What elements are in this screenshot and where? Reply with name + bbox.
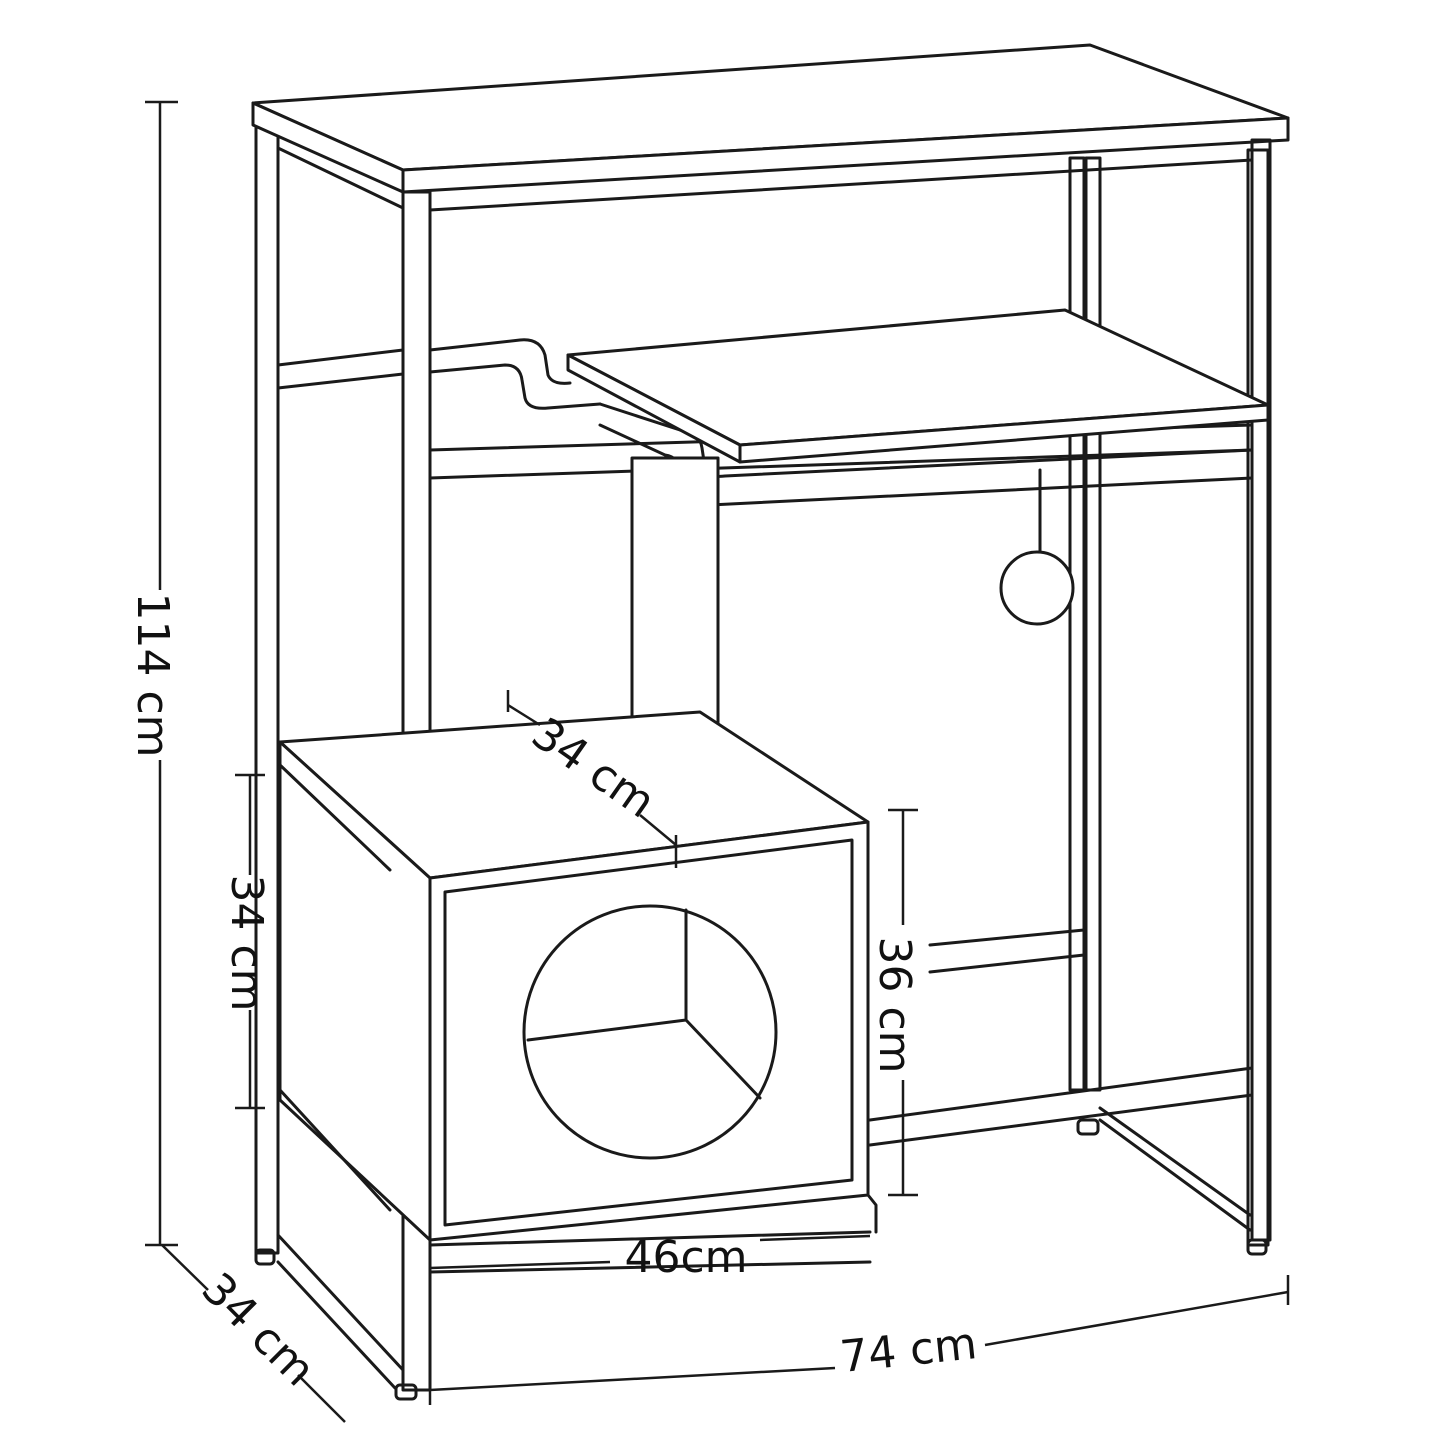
condo-side-top-edge — [278, 763, 392, 872]
right-bottom-brace — [1098, 1118, 1252, 1232]
hanging-toy — [999, 468, 1075, 626]
total-height-label: 114 cm — [127, 592, 178, 757]
condo-width-label: 46cm — [624, 1232, 747, 1283]
condo-width-dim-line-right — [759, 1234, 871, 1242]
left-mid-rail — [276, 348, 405, 367]
front-bottom-rail-left — [428, 1230, 872, 1247]
front-bottom-rail-right — [868, 1066, 1254, 1122]
total-width-label: 74 cm — [838, 1318, 980, 1383]
front-bottom-rail-right-lower — [868, 1093, 1254, 1147]
upper-platform — [566, 308, 1270, 464]
ladder-rung-lower — [928, 953, 1086, 974]
front-top-rail — [428, 158, 1254, 212]
condo-depth-dim-line-lower — [639, 814, 677, 846]
front-bottom-rail-left-lower — [428, 1260, 872, 1274]
condo-front-inset — [443, 838, 854, 1227]
condo-width-dim-line-left — [429, 1260, 611, 1270]
toy-ball — [999, 550, 1075, 626]
curved-rail-left — [428, 338, 572, 385]
left-bottom-rail — [276, 1233, 405, 1372]
condo-box — [278, 710, 878, 1242]
entry-inner-floor-line — [684, 1018, 762, 1100]
depth-label: 34 cm — [192, 1263, 325, 1396]
curved-rail-left-lower — [428, 363, 602, 410]
back-mid-foot — [1076, 1118, 1100, 1136]
left-top-side-rail — [276, 146, 405, 210]
left-back-foot — [254, 1248, 276, 1266]
table-top — [251, 43, 1290, 194]
condo-step-connector — [866, 1193, 878, 1234]
back-right-foot — [1246, 1238, 1268, 1256]
left-mid-rail-lower — [276, 372, 405, 390]
back-mid-leg-a — [1068, 156, 1086, 1092]
front-mid-rail-lower — [428, 448, 1254, 480]
platform-side-edge — [566, 353, 742, 464]
depth-dim-line-lower — [297, 1374, 346, 1423]
dimension-lines — [145, 100, 1290, 1423]
condo-entry-hole — [522, 904, 778, 1160]
condo-side-height-label: 36 cm — [869, 936, 920, 1073]
front-frame — [394, 138, 1272, 1401]
condo-side-bottom-edge — [278, 1088, 392, 1212]
condo-depth-dim-line-upper — [507, 703, 541, 727]
left-bottom-rail-lower — [276, 1260, 397, 1390]
front-right-leg — [1250, 138, 1272, 1242]
condo-height-label: 34 cm — [221, 874, 272, 1011]
right-bottom-brace-inner — [1098, 1106, 1252, 1217]
ladder-rung-upper — [928, 928, 1086, 947]
depth-dim-line-upper — [161, 1244, 209, 1291]
width-dim-line-right — [984, 1290, 1289, 1347]
left-back-leg — [254, 116, 280, 1255]
width-dim-line-left — [429, 1366, 836, 1392]
back-mid-leg-b — [1084, 156, 1102, 1092]
rear-frame — [1068, 148, 1270, 1256]
front-left-foot — [394, 1383, 418, 1401]
back-right-leg — [1246, 148, 1270, 1247]
